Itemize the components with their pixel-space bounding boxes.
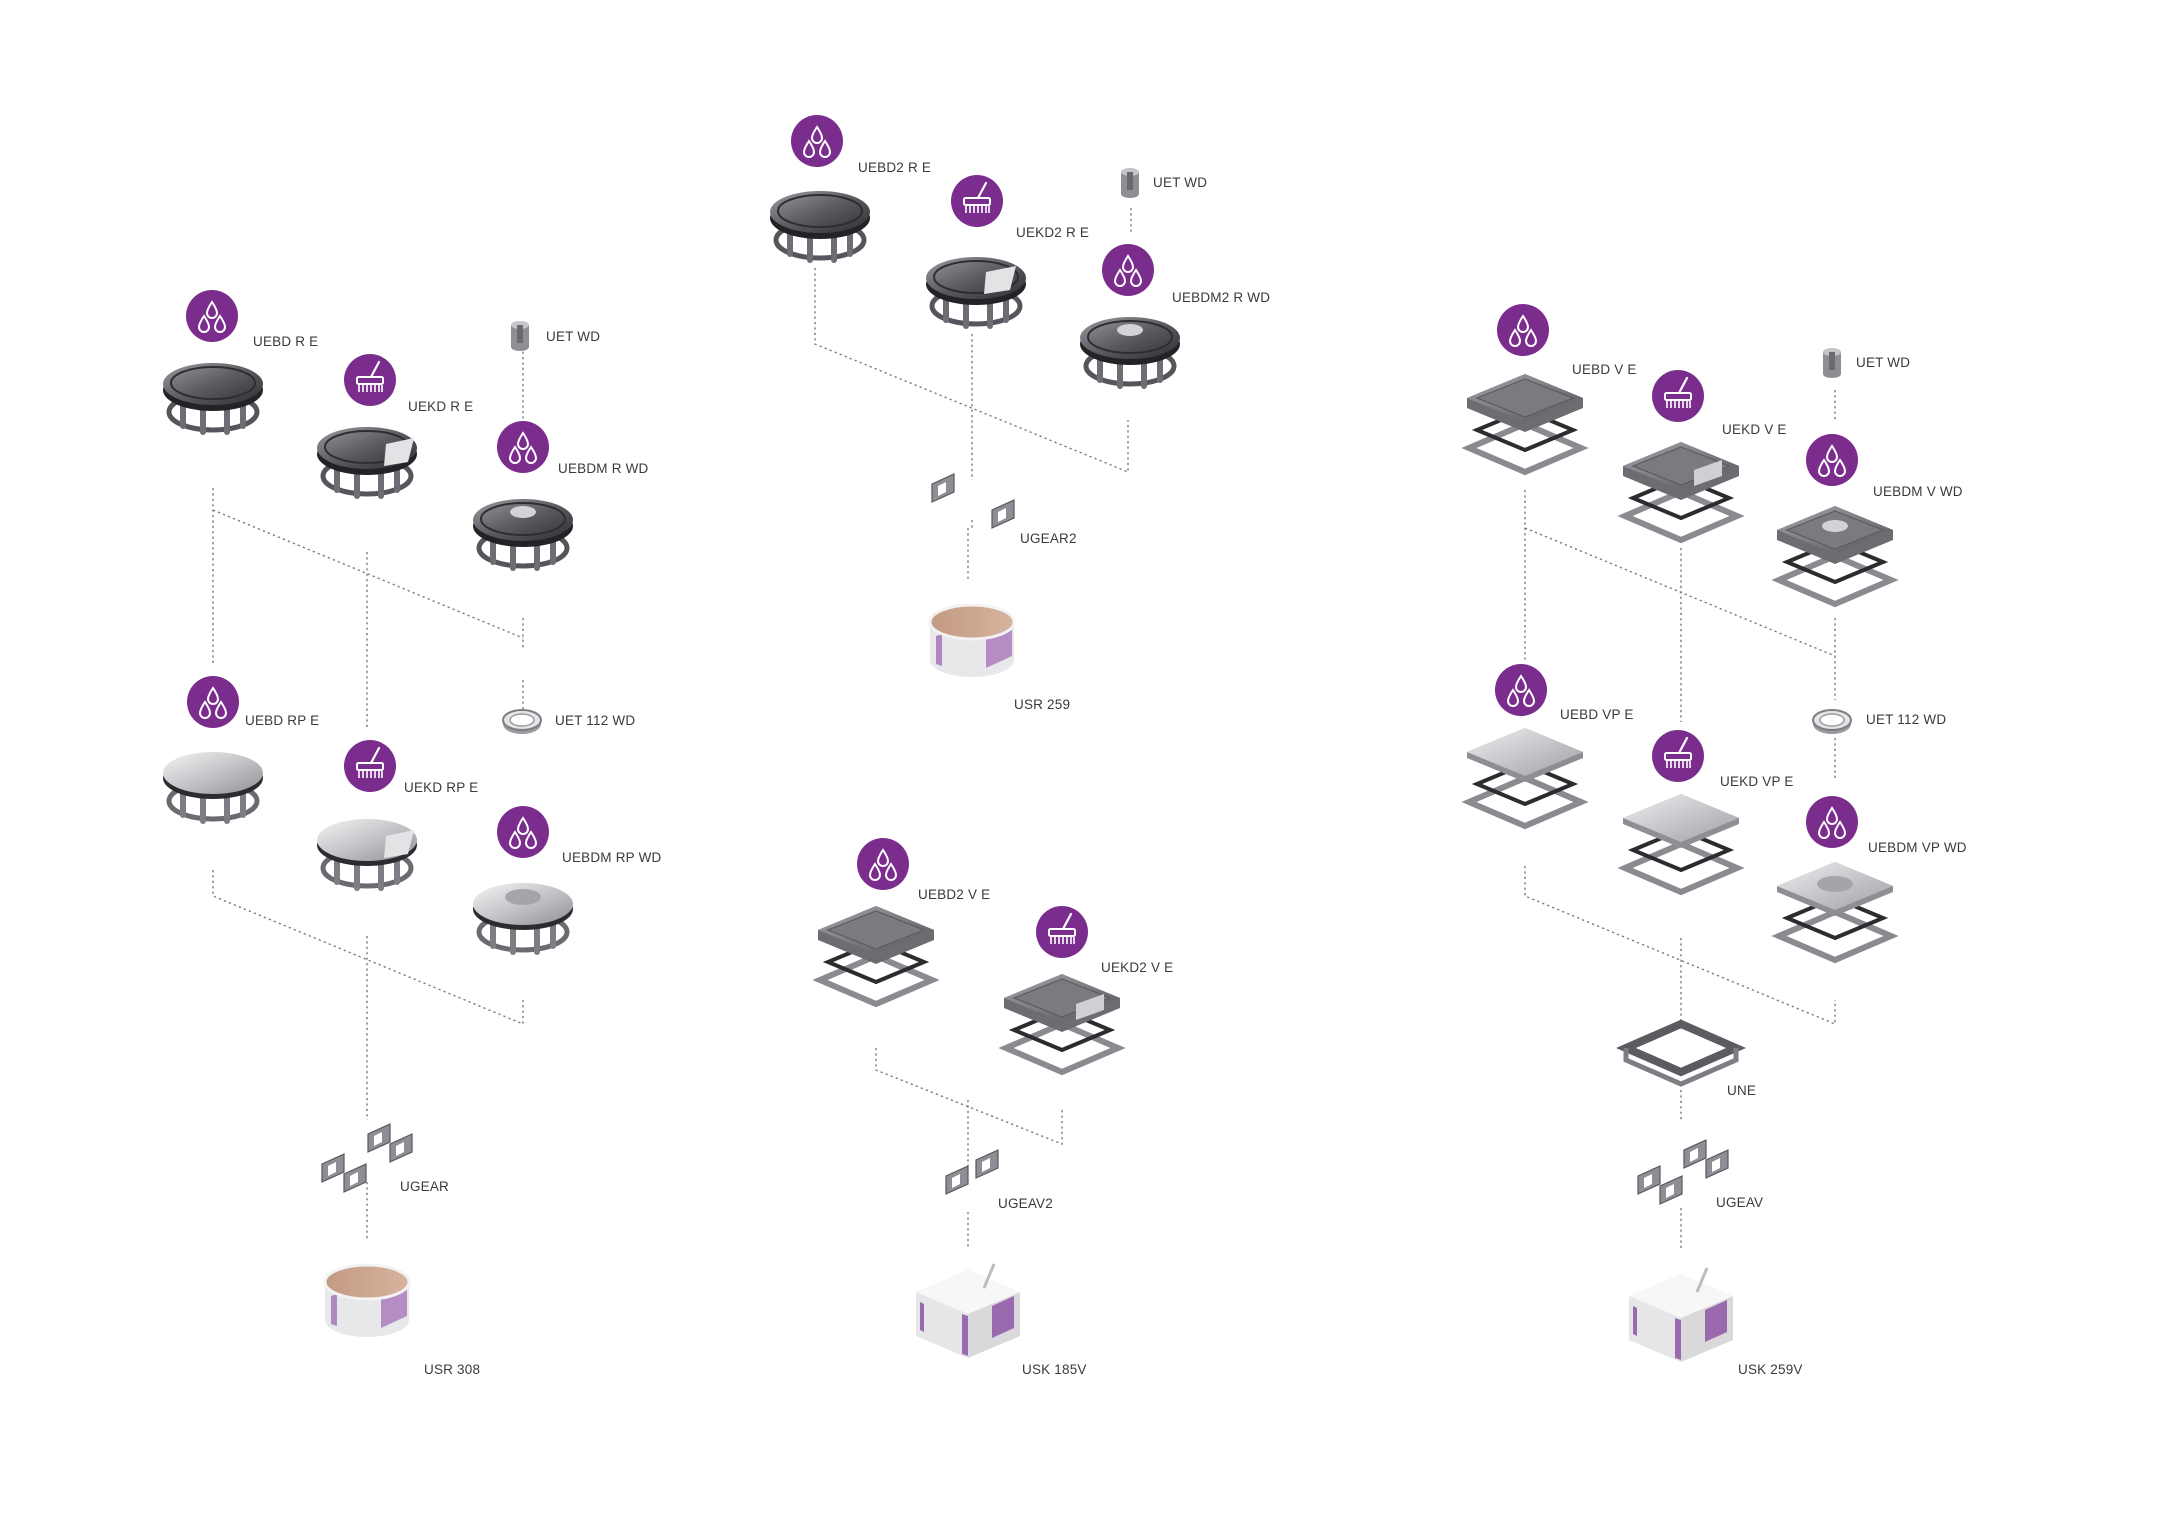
label-usr259: USR 259 bbox=[1014, 697, 1070, 712]
brush-icon bbox=[1034, 904, 1090, 960]
brush-icon bbox=[1650, 368, 1706, 424]
cup-top bbox=[1817, 876, 1853, 892]
brush-icon bbox=[1650, 728, 1706, 784]
cup-top bbox=[510, 506, 536, 518]
water-drops-icon bbox=[1805, 433, 1859, 487]
label-uet-112-wd-2: UET 112 WD bbox=[1866, 712, 1946, 727]
label-uet-wd-2: UET WD bbox=[1153, 175, 1207, 190]
label-uebdm-vpwd: UEBDM VP WD bbox=[1868, 840, 1967, 855]
label-ugeav: UGEAV bbox=[1716, 1195, 1763, 1210]
label-uebdm-vwd: UEBDM V WD bbox=[1873, 484, 1963, 499]
group-square: UEBD V E UEKD V E UET WD UEBDM V WD UEBD… bbox=[1467, 303, 1967, 1377]
lid-flap bbox=[1076, 994, 1104, 1020]
uet-cup bbox=[1121, 168, 1139, 198]
uet-cup bbox=[1823, 348, 1841, 378]
product-uebd-vpe bbox=[1467, 728, 1583, 826]
connector-lines bbox=[212, 208, 1836, 1250]
label-uekd-ve: UEKD V E bbox=[1722, 422, 1787, 437]
product-uekd2-ve bbox=[1004, 974, 1120, 1072]
label-uebdm2-rwd: UEBDM2 R WD bbox=[1172, 290, 1270, 305]
label-uebd-ve: UEBD V E bbox=[1572, 362, 1637, 377]
product-uebd2-ve bbox=[818, 906, 934, 1004]
label-uet-wd: UET WD bbox=[546, 329, 600, 344]
product-uebd2-re bbox=[770, 191, 870, 260]
product-ugeav bbox=[1637, 1139, 1729, 1205]
cup-top bbox=[1822, 520, 1848, 532]
label-uekd-re: UEKD R E bbox=[408, 399, 473, 414]
brush-icon bbox=[949, 173, 1005, 229]
label-uet-wd-3: UET WD bbox=[1856, 355, 1910, 370]
label-usk259v: USK 259V bbox=[1738, 1362, 1803, 1377]
label-ugeav2: UGEAV2 bbox=[998, 1196, 1053, 1211]
product-usk185v bbox=[914, 1262, 1022, 1360]
label-uebdm-rpwd: UEBDM RP WD bbox=[562, 850, 662, 865]
label-uekd-vpe: UEKD VP E bbox=[1720, 774, 1794, 789]
label-uebd-rpe: UEBD RP E bbox=[245, 713, 319, 728]
cup-top bbox=[505, 889, 541, 905]
product-ugear bbox=[321, 1123, 413, 1193]
label-uekd-rpe: UEKD RP E bbox=[404, 780, 478, 795]
water-drops-icon bbox=[856, 837, 910, 891]
water-drops-icon bbox=[790, 114, 844, 168]
product-uebd-re bbox=[163, 363, 263, 432]
water-drops-icon bbox=[186, 675, 240, 729]
water-drops-icon bbox=[1805, 795, 1859, 849]
lid-flap bbox=[1694, 460, 1722, 486]
product-uebd-ve bbox=[1467, 374, 1583, 472]
label-uebd2-ve: UEBD2 V E bbox=[918, 887, 990, 902]
water-drops-icon bbox=[496, 805, 550, 859]
product-uekd-vpe bbox=[1623, 794, 1739, 892]
cup-top bbox=[1117, 324, 1143, 336]
label-uebd-vpe: UEBD VP E bbox=[1560, 707, 1634, 722]
uet-cup bbox=[511, 321, 529, 351]
brush-icon bbox=[342, 738, 398, 794]
product-uekd-ve bbox=[1623, 442, 1739, 540]
label-uebd-re: UEBD R E bbox=[253, 334, 318, 349]
group-round: UEBD R E UEKD R E UET WD UEBDM R WD UEBD… bbox=[163, 289, 662, 1377]
product-usr259 bbox=[928, 603, 1016, 679]
label-une: UNE bbox=[1727, 1083, 1756, 1098]
label-usk185v: USK 185V bbox=[1022, 1362, 1087, 1377]
product-uebd-rpe bbox=[163, 752, 263, 821]
label-usr308: USR 308 bbox=[424, 1362, 480, 1377]
lid-flap bbox=[384, 438, 414, 466]
water-drops-icon bbox=[496, 420, 550, 474]
label-uekd2-ve: UEKD2 V E bbox=[1101, 960, 1173, 975]
product-usk259v bbox=[1627, 1266, 1735, 1364]
label-uebd2-re: UEBD2 R E bbox=[858, 160, 931, 175]
label-uet-112-wd: UET 112 WD bbox=[555, 713, 635, 728]
product-ugeav2 bbox=[945, 1149, 999, 1195]
water-drops-icon bbox=[185, 289, 239, 343]
product-une bbox=[1615, 1019, 1747, 1087]
label-ugear2: UGEAR2 bbox=[1020, 531, 1077, 546]
water-drops-icon bbox=[1494, 663, 1548, 717]
label-uebdm-rwd: UEBDM R WD bbox=[558, 461, 649, 476]
water-drops-icon bbox=[1496, 303, 1550, 357]
lid-flap bbox=[984, 266, 1016, 294]
uet-112-ring bbox=[502, 709, 542, 735]
water-drops-icon bbox=[1101, 243, 1155, 297]
brush-icon bbox=[342, 352, 398, 408]
product-ugear2 bbox=[931, 473, 1015, 529]
lid-flap bbox=[384, 830, 414, 858]
uet-112-ring bbox=[1812, 709, 1852, 735]
label-uekd2-re: UEKD2 R E bbox=[1016, 225, 1089, 240]
product-usr308 bbox=[323, 1263, 411, 1339]
label-ugear: UGEAR bbox=[400, 1179, 449, 1194]
group-middle: UEBD2 R E UEKD2 R E UET WD UEBDM2 R WD U… bbox=[770, 114, 1270, 1377]
